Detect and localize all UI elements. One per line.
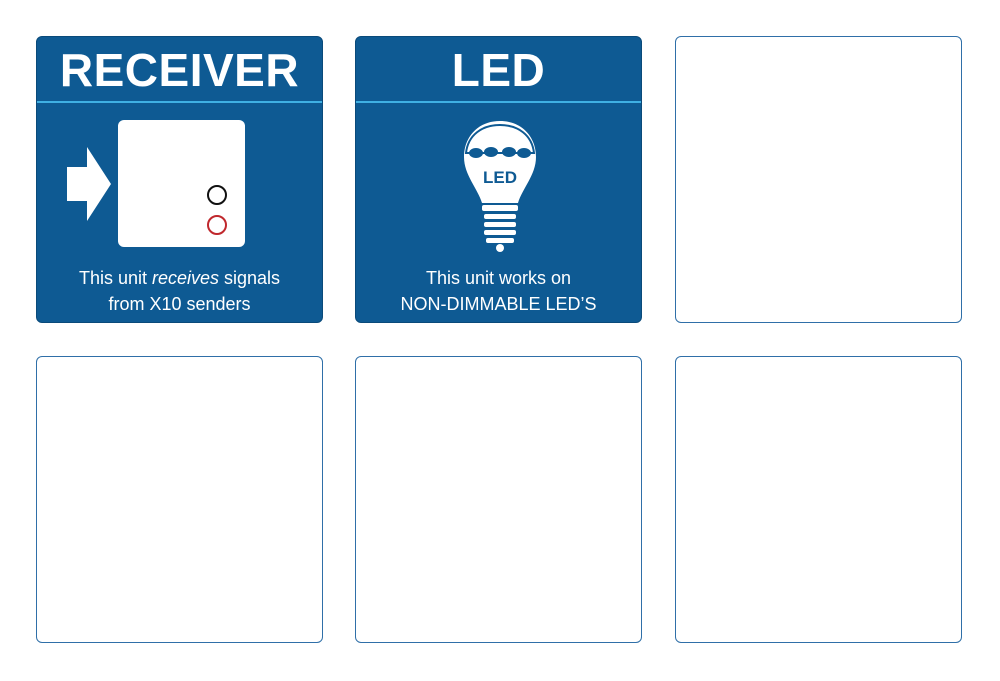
empty-tile <box>675 356 962 643</box>
receiver-caption: This unit receives signals from X10 send… <box>37 265 322 317</box>
led-caption-line2: NON-DIMMABLE LED’S <box>400 294 597 314</box>
empty-tile <box>355 356 642 643</box>
empty-tile <box>675 36 962 323</box>
empty-tile <box>36 356 323 643</box>
receiver-caption-line1: This unit receives signals <box>78 268 281 288</box>
receiver-caption-line2: from X10 senders <box>108 294 251 314</box>
receiver-title: RECEIVER <box>59 44 300 96</box>
receiver-title-divider <box>37 101 322 103</box>
led-title: LED <box>451 44 546 96</box>
led-title-divider <box>356 101 641 103</box>
led-bulb-icon: LED <box>464 121 536 252</box>
led-caption-line1: This unit works on <box>425 268 572 288</box>
status-indicator-red <box>207 215 227 235</box>
arrow-right-icon <box>67 147 111 221</box>
receiver-tile: RECEIVER This unit receives signals from… <box>36 36 323 323</box>
status-indicator-black <box>207 185 227 205</box>
led-tile: LED LED This unit works on NON-DIMMABLE … <box>355 36 642 323</box>
led-caption: This unit works on NON-DIMMABLE LED’S <box>356 265 641 317</box>
receiver-device-icon <box>118 120 245 247</box>
bulb-led-label: LED <box>483 168 517 187</box>
